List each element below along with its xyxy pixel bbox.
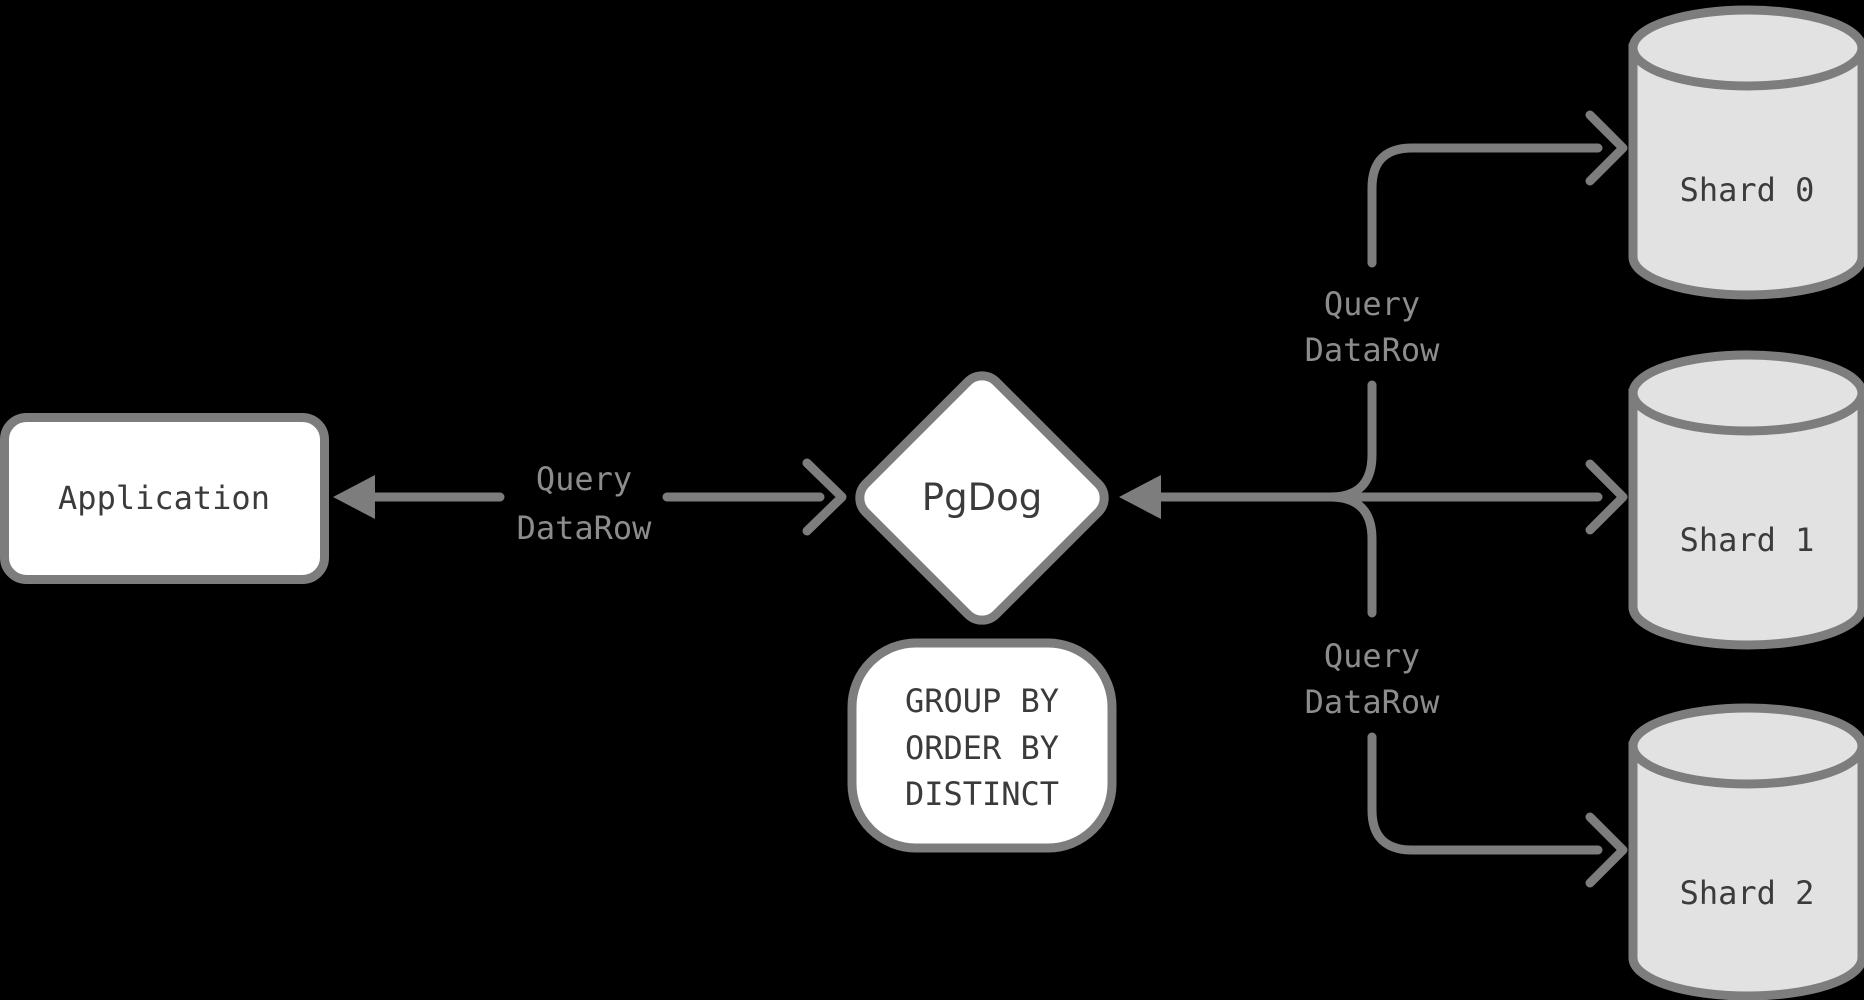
operations-line-group-by: GROUP BY: [905, 682, 1059, 720]
operations-note: GROUP BY ORDER BY DISTINCT: [847, 638, 1117, 853]
application-box: [0, 413, 329, 584]
solid-arrowhead-left-icon: [333, 475, 375, 519]
shard2-label: Shard 2: [1680, 874, 1815, 912]
chevron-arrowhead-into-shard2-icon: [1585, 812, 1628, 888]
edge-label-query-shard0: Query: [1324, 285, 1420, 323]
branch-down-lower-segment: [1367, 732, 1603, 855]
edge-label-query-shard2: Query: [1324, 637, 1420, 675]
shard0-cylinder-top: [1628, 5, 1864, 91]
shard2-node: Shard 2: [1628, 703, 1864, 1000]
chevron-arrowhead-into-shard0-icon: [1585, 110, 1628, 186]
pgdog-node: PgDog: [855, 371, 1109, 625]
solid-arrowhead-into-pgdog-icon: [1119, 475, 1161, 519]
shard1-node: Shard 1: [1628, 350, 1864, 650]
shard0-label: Shard 0: [1680, 171, 1815, 209]
shard0-node: Shard 0: [1628, 5, 1864, 300]
edge-pgdog-to-application: [333, 475, 505, 519]
shard2-cylinder-top: [1628, 703, 1864, 789]
branch-down-upper-segment: [1325, 492, 1377, 618]
operations-box: [847, 638, 1117, 853]
pgdog-label: PgDog: [922, 476, 1042, 519]
operations-line-distinct: DISTINCT: [905, 775, 1059, 813]
edge-application-to-pgdog: [662, 458, 847, 536]
edge-shards-to-pgdog-trunk: [1119, 459, 1628, 535]
operations-line-order-by: ORDER BY: [905, 729, 1059, 767]
edge-label-query: Query: [536, 460, 632, 498]
application-node: Application: [0, 413, 329, 584]
edge-label-app-pgdog: Query DataRow: [517, 460, 653, 547]
edge-branch-shard2: Query DataRow: [1305, 492, 1628, 888]
pgdog-diamond: [855, 371, 1109, 625]
shard2-cylinder-body: [1628, 741, 1864, 1000]
branch-up-upper-segment: [1367, 143, 1603, 268]
edge-label-datarow-shard0: DataRow: [1305, 331, 1441, 369]
shard0-cylinder-body: [1628, 43, 1864, 300]
edge-label-datarow: DataRow: [517, 509, 653, 547]
shard1-cylinder-body: [1628, 388, 1864, 650]
edge-label-datarow-shard2: DataRow: [1305, 683, 1441, 721]
application-label: Application: [58, 479, 270, 517]
chevron-arrowhead-into-pgdog-icon: [802, 458, 847, 536]
branch-up-lower-segment: [1325, 380, 1377, 502]
shard1-cylinder-top: [1628, 350, 1864, 436]
edge-branch-shard0: Query DataRow: [1305, 110, 1628, 502]
shard1-label: Shard 1: [1680, 521, 1815, 559]
chevron-arrowhead-into-shard1-icon: [1585, 459, 1628, 535]
